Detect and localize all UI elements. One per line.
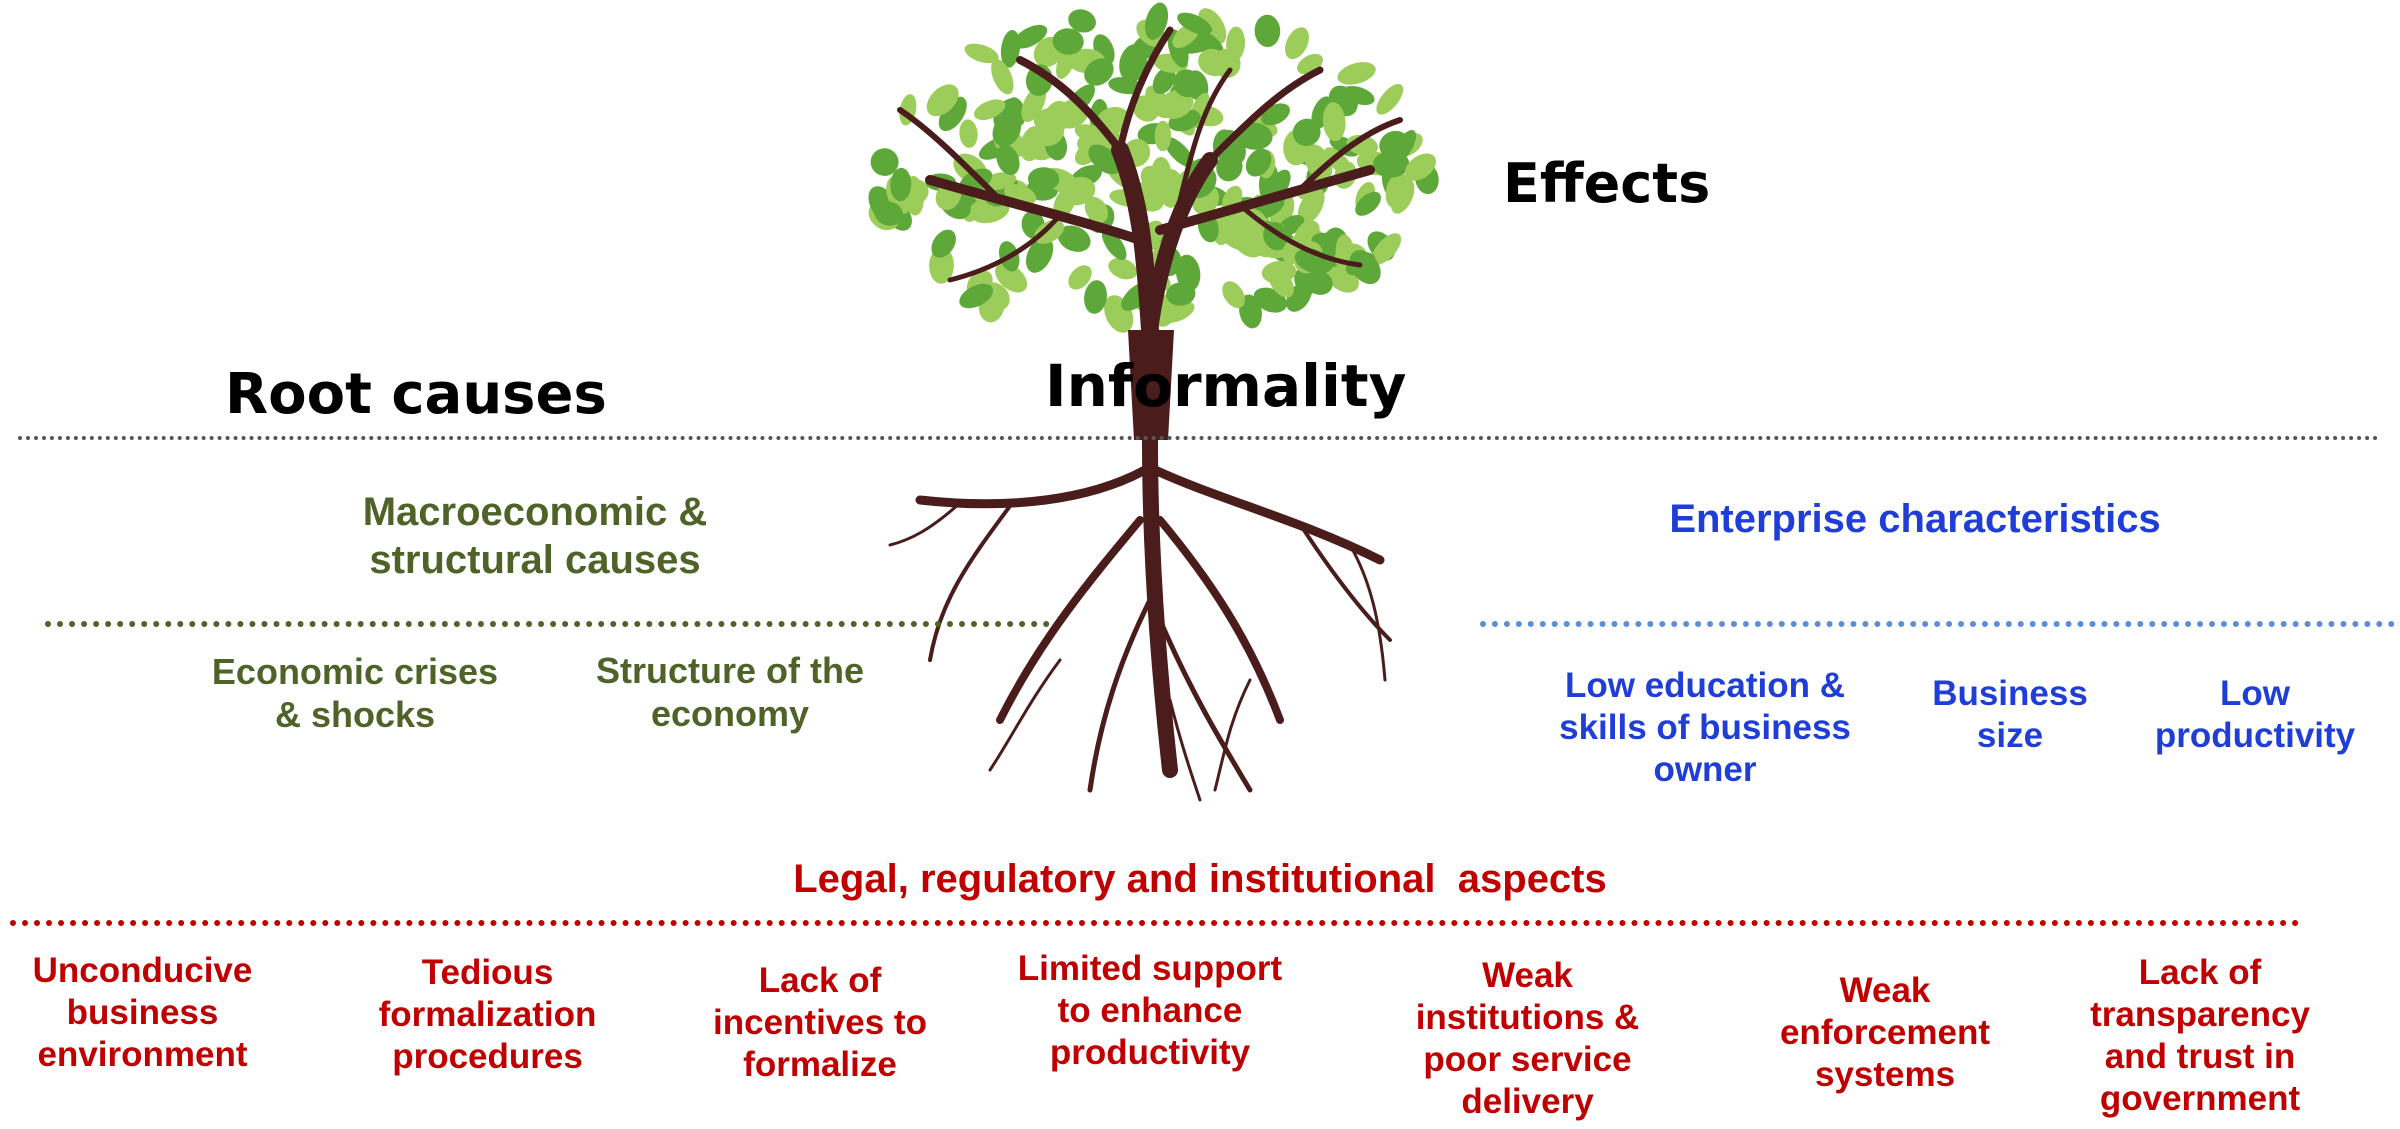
leaf-icon (991, 59, 1014, 95)
leaf-icon (992, 113, 1022, 147)
enterprise-item: Low education & skills of business owner (1559, 666, 1851, 789)
root-causes-heading: Root causes (225, 362, 607, 427)
leaf-icon (1390, 178, 1415, 214)
leaf-icon (1268, 267, 1294, 298)
leaf-icon (1158, 89, 1194, 119)
legal-section-title: Legal, regulatory and institutional aspe… (793, 857, 1607, 901)
leaf-icon (1152, 67, 1176, 95)
leaf-icon (1222, 281, 1246, 309)
leaf-icon (1084, 58, 1114, 86)
leaf-icon (1164, 136, 1194, 168)
leaf-icon (959, 119, 978, 148)
legal-item: Unconducive business environment (32, 951, 253, 1074)
tree-trunk (1128, 330, 1174, 440)
leaf-icon (1132, 95, 1160, 122)
leaf-icon (1057, 225, 1091, 252)
enterprise-item: Business size (1932, 674, 2088, 755)
leaf-icon (1324, 147, 1354, 177)
leaf-icon (1154, 120, 1172, 152)
enterprise-section-title: Enterprise characteristics (1669, 497, 2161, 541)
legal-item: Lack of incentives to formalize (713, 961, 927, 1084)
leaf-icon (1028, 167, 1060, 191)
leaf-icon (1337, 62, 1376, 85)
leaf-icon (1173, 69, 1202, 98)
effects-heading: Effects (1503, 152, 1711, 215)
leaf-icon (1371, 233, 1402, 265)
leaf-icon (870, 148, 899, 176)
legal-item: Weak enforcement systems (1779, 971, 1991, 1094)
enterprise-divider (1480, 621, 2395, 627)
leaf-icon (974, 99, 1006, 121)
leaf-icon (959, 283, 994, 309)
leaf-icon (1285, 27, 1309, 60)
ground-divider (18, 436, 2380, 440)
leaf-icon (1084, 196, 1109, 224)
leaf-icon (1119, 44, 1148, 83)
leaf-icon (1349, 250, 1381, 285)
leaf-icon (1254, 14, 1281, 48)
leaf-icon (1108, 258, 1138, 280)
legal-item: Tedious formalization procedures (378, 953, 597, 1076)
leaf-icon (1322, 102, 1346, 142)
leaf-icon (1101, 229, 1127, 261)
leaf-icon (995, 262, 1028, 293)
leaf-icon (938, 96, 967, 132)
leaf-icon (1175, 254, 1201, 292)
leaf-icon (1292, 118, 1321, 147)
legal-item: Weak institutions & poor service deliver… (1415, 956, 1640, 1121)
leaf-icon (1376, 83, 1404, 115)
legal-item: Lack of transparency and trust in govern… (2090, 953, 2310, 1118)
leaf-icon (1034, 219, 1065, 244)
legal-item: Limited support to enhance productivity (1017, 949, 1283, 1072)
leaf-icon (1013, 24, 1048, 49)
leaf-icon (1198, 48, 1229, 77)
leaf-icon (874, 201, 904, 226)
leaf-icon (1144, 2, 1169, 40)
macro-divider (45, 621, 1050, 627)
leaf-icon (1239, 294, 1262, 329)
leaf-icon (1068, 265, 1092, 290)
leaf-icon (1392, 130, 1417, 164)
leaf-icon (890, 167, 912, 202)
leaf-icon (1342, 85, 1375, 106)
tree-crown (868, 2, 1439, 333)
tree-branches (897, 26, 1403, 339)
leaf-icon (931, 229, 956, 258)
leaf-icon (996, 144, 1020, 176)
leaf-icon (1166, 282, 1196, 306)
macro-section-title: Macroeconomic & structural causes (362, 490, 708, 582)
leaf-icon (964, 43, 999, 64)
leaf-icon (1068, 9, 1096, 33)
leaf-icon (1052, 28, 1084, 55)
informality-heading: Informality (1045, 352, 1407, 420)
leaf-icon (1355, 191, 1381, 216)
leaf-icon (1084, 280, 1107, 314)
enterprise-item: Low productivity (2154, 674, 2356, 755)
leaf-icon (1177, 12, 1213, 35)
leaf-icon (1251, 114, 1278, 137)
leaf-icon (926, 84, 959, 117)
tree-roots (888, 432, 1392, 802)
leaf-icon (1404, 153, 1437, 181)
macro-item: Structure of the economy (595, 650, 864, 735)
leaf-icon (1245, 148, 1272, 177)
leaf-icon (1025, 236, 1054, 273)
leaf-icon (1036, 121, 1065, 147)
macro-item: Economic crises & shocks (211, 651, 499, 736)
legal-divider (10, 920, 2300, 926)
